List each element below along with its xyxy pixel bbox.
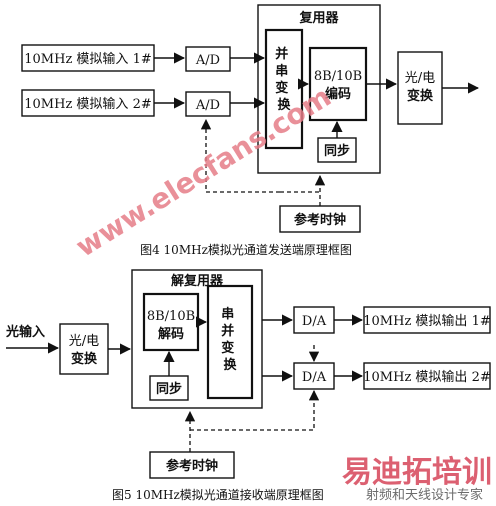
- figure5-caption: 图5 10MHz模拟光通道接收端原理框图: [112, 487, 324, 502]
- adc-2-box: [185, 91, 231, 117]
- sync-label-rx: 同步: [156, 381, 182, 397]
- parallel-serial-label: 并 串 变 换: [275, 46, 293, 113]
- figure5: 光输入 光/电 变换 解复用器 8B/10B 解码 同步 串 并 变 换 D/A…: [5, 269, 491, 502]
- parallel-serial-box: [264, 28, 304, 150]
- multiplexer-title: 复用器: [298, 10, 339, 26]
- analog-input-2-label: 10MHz 模拟输入 2#: [24, 96, 151, 112]
- oe-converter-label-tx-1: 光/电: [405, 71, 435, 86]
- oe-converter-box-tx: [397, 51, 443, 125]
- dac-2-label: D/A: [302, 370, 327, 385]
- encoder-label-line1: 8B/10B: [314, 69, 362, 84]
- analog-input-1-label: 10MHz 模拟输入 1#: [24, 51, 151, 67]
- analog-output-1-label: 10MHz 模拟输出 1#: [363, 313, 490, 329]
- ref-clock-label-rx: 参考时钟: [166, 458, 218, 474]
- encoder-label-line2: 编码: [325, 86, 351, 102]
- ref-clock-box-rx: [149, 451, 235, 479]
- adc-1-box: [185, 46, 231, 72]
- adc-2-label: A/D: [195, 98, 220, 113]
- logo-subtitle: 射频和天线设计专家: [366, 487, 483, 503]
- sync-label-tx: 同步: [324, 143, 350, 159]
- oe-converter-label-tx-2: 变换: [407, 88, 434, 104]
- oe-converter-box-rx: [59, 323, 109, 375]
- adc-1-label: A/D: [195, 53, 220, 68]
- dac-1-label: D/A: [302, 314, 327, 329]
- analog-output-2-label: 10MHz 模拟输出 2#: [363, 369, 490, 385]
- dac-1-box: [293, 306, 335, 334]
- dac-2-box: [293, 362, 335, 390]
- light-input-label: 光输入: [5, 324, 45, 340]
- ref-clock-label-tx: 参考时钟: [294, 212, 346, 228]
- figure4-caption: 图4 10MHz模拟光通道发送端原理框图: [140, 242, 352, 257]
- serial-parallel-label: 串 并 变 换: [221, 306, 239, 373]
- oe-converter-label-rx-1: 光/电: [69, 334, 99, 349]
- figure4: 10MHz 模拟输入 1# 10MHz 模拟输入 2# A/D A/D 复用器 …: [21, 4, 480, 257]
- serial-parallel-box: [206, 284, 254, 400]
- encoder-box: [308, 46, 368, 122]
- dash-clock-adc: [200, 118, 280, 193]
- dash-clock-dac: [190, 389, 320, 431]
- decoder-label-line1: 8B/10B: [147, 309, 195, 324]
- oe-converter-label-rx-2: 变换: [71, 351, 98, 367]
- analog-input-1-box: [21, 44, 155, 72]
- analog-output-1-box: [363, 306, 491, 334]
- logo-watermark: 易迪拓培训: [342, 455, 492, 490]
- decoder-label-line2: 解码: [157, 326, 184, 342]
- sync-box-tx: [317, 137, 357, 163]
- analog-output-2-box: [363, 362, 491, 390]
- analog-input-2-box: [21, 89, 155, 117]
- ref-clock-box-tx: [279, 205, 361, 233]
